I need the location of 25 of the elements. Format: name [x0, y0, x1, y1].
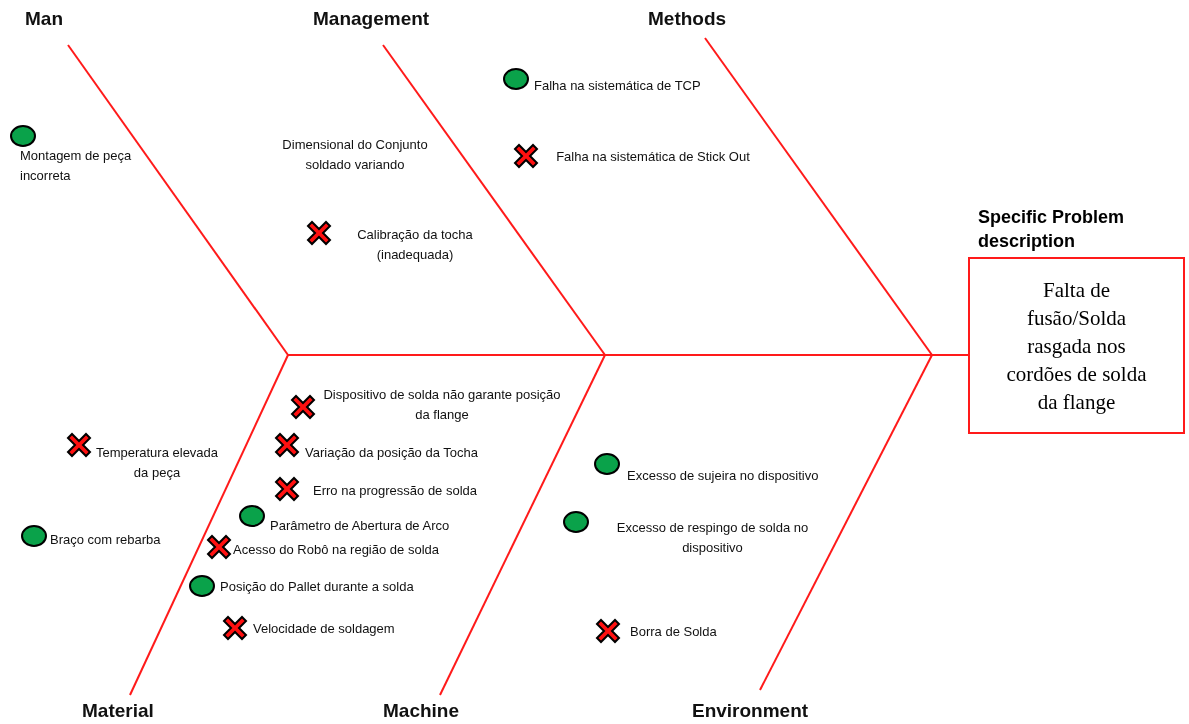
cause-text: Braço com rebarba	[50, 531, 161, 549]
cause-text: Temperatura elevada da peça	[94, 444, 220, 482]
cause-text: Calibração da tocha (inadequada)	[356, 226, 474, 264]
cause-text: Montagem de peça incorreta	[20, 147, 133, 185]
category-label: Environment	[692, 700, 809, 722]
problem-text: Falta de fusão/Solda rasgada nos cordões de solda da flange	[1005, 276, 1148, 416]
cause-text: Dimensional do Conjunto soldado variando	[281, 136, 429, 174]
category-label: Man	[25, 8, 63, 30]
cause-text: Velocidade de soldagem	[253, 620, 395, 638]
category-label: Material	[82, 700, 154, 722]
cause-text: Falha na sistemática de TCP	[534, 77, 702, 95]
category-label: Management	[313, 8, 430, 30]
cause-text: Excesso de sujeira no dispositivo	[627, 467, 819, 485]
cause-text: Variação da posição da Tocha	[305, 444, 478, 462]
problem-heading: Specific Problem description	[978, 206, 1126, 253]
cause-text: Excesso de respingo de solda no dispositivo	[615, 519, 810, 557]
cause-text: Falha na sistemática de Stick Out	[555, 148, 751, 166]
cause-text: Parâmetro de Abertura de Arco	[270, 517, 450, 535]
category-label: Machine	[383, 700, 460, 722]
cause-text: Borra de Solda	[630, 623, 717, 641]
cause-text: Acesso do Robô na região de solda	[233, 541, 439, 559]
category-label: Methods	[648, 8, 727, 30]
cause-text: Dispositivo de solda não garante posição da flange	[322, 386, 562, 424]
cause-text: Posição do Pallet durante a solda	[220, 578, 414, 596]
cause-text: Erro na progressão de solda	[313, 482, 478, 500]
